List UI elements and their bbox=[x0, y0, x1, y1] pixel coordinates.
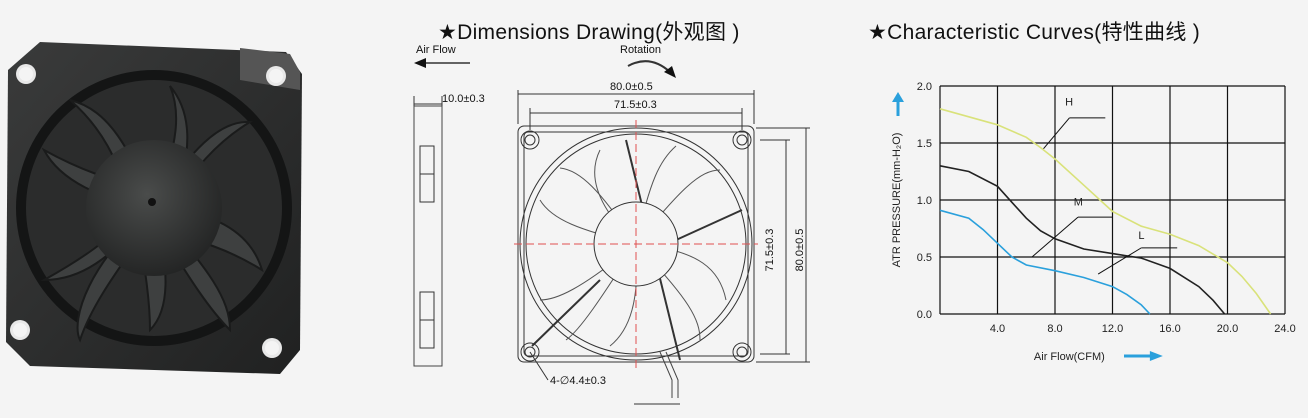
series-label-h: H bbox=[1065, 96, 1073, 108]
y-tick-label: 0.5 bbox=[917, 252, 932, 264]
y-axis-arrow-head-icon bbox=[892, 92, 904, 102]
air-flow-label: Air Flow bbox=[416, 44, 456, 56]
x-axis-label: Air Flow(CFM) bbox=[1034, 351, 1105, 363]
series-pointer-h bbox=[1043, 117, 1070, 150]
fan-photo bbox=[6, 42, 302, 374]
series-pointer-m bbox=[1031, 216, 1079, 258]
series-line-h bbox=[939, 108, 1272, 315]
rotation-arrow-icon bbox=[627, 60, 671, 73]
y-tick-label: 2.0 bbox=[917, 81, 932, 93]
x-tick-label: 4.0 bbox=[990, 323, 1005, 335]
thickness-dimension: 10.0±0.3 bbox=[442, 93, 485, 105]
series-line-m bbox=[939, 165, 1226, 315]
series-line-l bbox=[939, 209, 1151, 315]
series-label-m: M bbox=[1074, 197, 1083, 209]
dimensions-drawing bbox=[413, 58, 810, 405]
outer-width-dimension: 80.0±0.5 bbox=[610, 81, 653, 93]
x-tick-label: 8.0 bbox=[1047, 323, 1062, 335]
x-tick-label: 24.0 bbox=[1274, 323, 1295, 335]
x-tick-label: 12.0 bbox=[1102, 323, 1123, 335]
x-tick-label: 16.0 bbox=[1159, 323, 1180, 335]
y-tick-label: 0.0 bbox=[917, 309, 932, 321]
dimensions-heading: ★Dimensions Drawing(外观图 ) bbox=[438, 21, 740, 44]
y-tick-label: 1.5 bbox=[917, 138, 932, 150]
y-tick-label: 1.0 bbox=[917, 195, 932, 207]
hole-note: 4-∅4.4±0.3 bbox=[550, 375, 606, 387]
characteristic-chart: 0.0 0.5 1.0 1.5 2.0 4.0 8.0 12.0 16.0 20.0 24.0 H M L… bbox=[891, 81, 1296, 363]
curves-heading: ★Characteristic Curves(特性曲线 ) bbox=[868, 21, 1201, 44]
series-label-l: L bbox=[1138, 230, 1144, 242]
y-axis-label: ATR PRESSURE(mm-H₂O) bbox=[891, 133, 903, 268]
rotation-label: Rotation bbox=[620, 44, 661, 56]
hole-spacing-width-dimension: 71.5±0.3 bbox=[614, 99, 657, 111]
series-pointer-l bbox=[1097, 247, 1142, 275]
x-axis-arrow-head-icon bbox=[1149, 351, 1163, 361]
x-tick-label: 20.0 bbox=[1217, 323, 1238, 335]
